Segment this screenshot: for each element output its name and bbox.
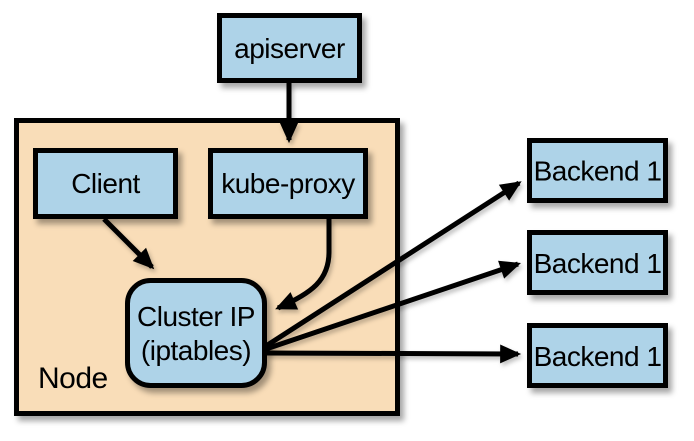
cluster-ip-label-line1: Cluster IP <box>137 301 255 332</box>
apiserver-box <box>217 13 362 83</box>
backend-bottom-node: Backend 1 <box>527 323 668 388</box>
client-label: Client <box>71 168 140 199</box>
backend-middle-label: Backend 1 <box>534 248 662 279</box>
edge-client-to-cluster-ip <box>102 217 155 270</box>
apiserver-node: apiserver <box>217 13 362 83</box>
backend-top-label: Backend 1 <box>534 156 662 187</box>
backend-bottom-box <box>527 323 668 388</box>
client-node: Client <box>33 148 178 219</box>
backend-top-node: Backend 1 <box>527 138 668 203</box>
cluster-ip-label-line2: (iptables) <box>141 335 251 366</box>
edge-cluster-ip-to-backend-bottom <box>265 344 522 364</box>
node-label: Node <box>38 362 108 395</box>
edge-cluster-ip-to-backend-middle <box>265 260 521 352</box>
backend-middle-box <box>527 230 668 295</box>
client-box <box>33 148 178 219</box>
cluster-ip-node: Cluster IP (iptables) <box>125 278 267 388</box>
kube-proxy-box <box>208 148 368 219</box>
backend-bottom-label: Backend 1 <box>534 341 662 372</box>
kube-proxy-label: kube-proxy <box>221 168 355 199</box>
apiserver-label: apiserver <box>234 33 345 64</box>
cluster-ip-box <box>125 278 267 388</box>
backend-top-box <box>527 138 668 203</box>
edge-cluster-ip-to-backend-top <box>264 180 522 349</box>
edge-kube-proxy-to-cluster-ip <box>275 219 332 311</box>
kube-proxy-node: kube-proxy <box>208 148 368 219</box>
backend-middle-node: Backend 1 <box>527 230 668 295</box>
